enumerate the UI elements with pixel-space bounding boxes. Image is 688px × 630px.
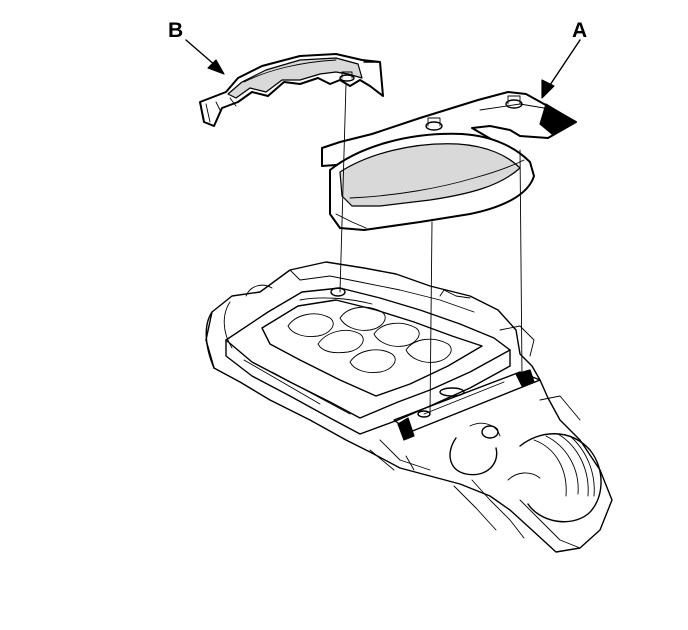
nut-a-center <box>425 117 443 131</box>
alignment-lines <box>339 83 523 415</box>
part-label-a: A <box>572 19 588 42</box>
engine-cover-b <box>199 53 384 127</box>
bolt-b <box>339 71 355 82</box>
nut-a-right <box>505 95 523 109</box>
leader-a <box>541 39 581 99</box>
engine-cover-a <box>321 91 577 231</box>
bracket-nut <box>417 410 431 418</box>
manifold-stud-left <box>330 287 346 297</box>
part-label-b: B <box>168 19 184 42</box>
leader-b <box>185 39 225 75</box>
engine-intake-manifold <box>205 261 613 553</box>
